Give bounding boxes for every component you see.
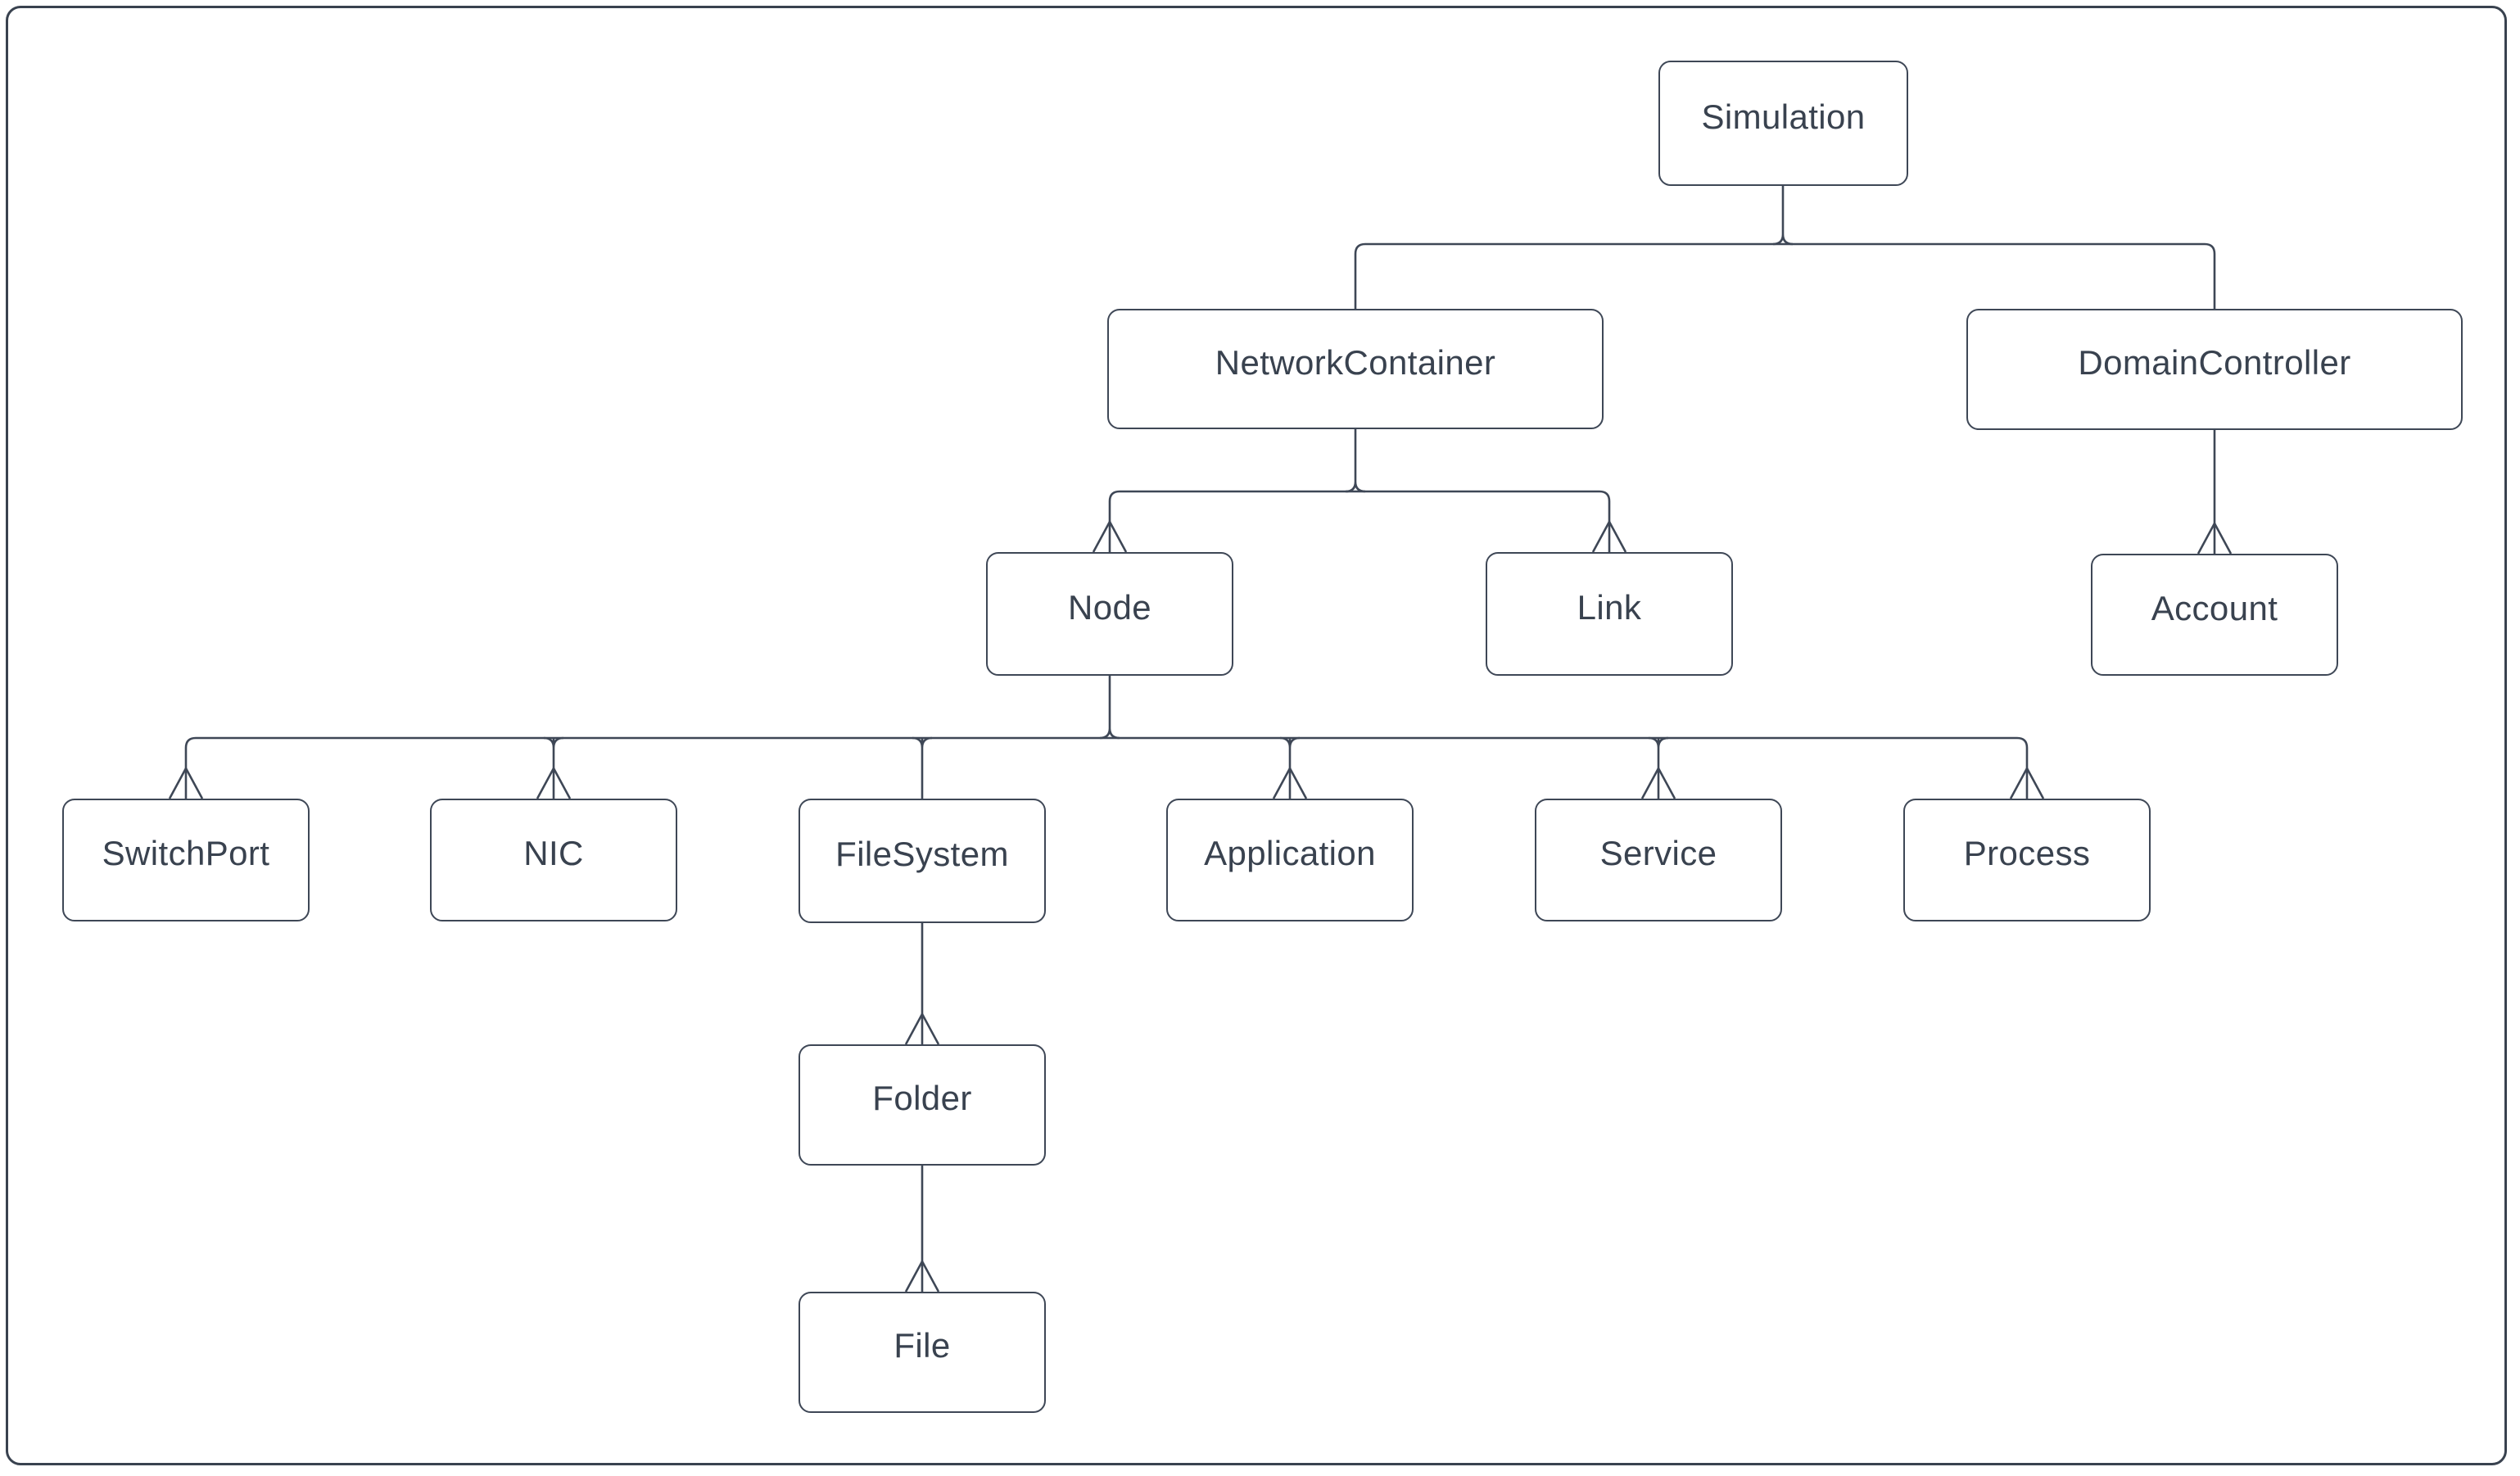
node-service[interactable]: Service	[1535, 799, 1782, 921]
node-nic[interactable]: NIC	[430, 799, 677, 921]
arrowhead-service	[1640, 767, 1676, 799]
node-simulation[interactable]: Simulation	[1658, 61, 1908, 186]
node-label: Application	[1204, 834, 1376, 872]
arrowhead-application	[1272, 767, 1308, 799]
node-label: FileSystem	[835, 835, 1009, 873]
arrowhead-link	[1591, 520, 1627, 553]
node-link[interactable]: Link	[1486, 552, 1733, 676]
node-label: Service	[1599, 834, 1717, 872]
node-filesystem[interactable]: FileSystem	[799, 799, 1046, 923]
node-network-container[interactable]: NetworkContainer	[1107, 309, 1604, 429]
node-application[interactable]: Application	[1166, 799, 1414, 921]
node-node[interactable]: Node	[986, 552, 1233, 676]
edge-stub-filesystem	[912, 736, 933, 799]
edge-networkcontainer-stem	[1345, 429, 1366, 493]
arrowhead-node	[1092, 520, 1128, 553]
node-label: Process	[1963, 834, 2091, 872]
node-label: Node	[1067, 587, 1151, 627]
node-account[interactable]: Account	[2091, 554, 2338, 676]
edge-simulation-stem	[1772, 186, 1794, 246]
node-process[interactable]: Process	[1903, 799, 2151, 921]
node-label: DomainController	[2078, 343, 2351, 382]
arrowhead-process	[2009, 767, 2045, 799]
arrowhead-nic	[536, 767, 572, 799]
node-label: Simulation	[1701, 97, 1866, 136]
node-file[interactable]: File	[799, 1292, 1046, 1413]
node-label: Folder	[872, 1079, 972, 1117]
node-switchport[interactable]: SwitchPort	[62, 799, 310, 921]
node-domain-controller[interactable]: DomainController	[1966, 309, 2463, 430]
arrowhead-account	[2197, 522, 2233, 555]
node-label: File	[894, 1326, 951, 1365]
node-label: Link	[1577, 587, 1642, 627]
arrowhead-folder	[904, 1012, 940, 1045]
arrowhead-switchport	[168, 767, 204, 799]
node-label: NIC	[523, 834, 584, 872]
edge-node-stem	[1099, 676, 1120, 740]
edge-networkcontainer-children-rail	[1108, 490, 1611, 552]
node-folder[interactable]: Folder	[799, 1044, 1046, 1166]
edge-simulation-children-rail	[1354, 242, 2216, 309]
node-label: SwitchPort	[102, 834, 270, 872]
node-label: Account	[2151, 588, 2278, 627]
arrowhead-file	[904, 1260, 940, 1293]
edge-node-children-rail	[184, 736, 2029, 799]
node-label: NetworkContainer	[1215, 342, 1496, 382]
